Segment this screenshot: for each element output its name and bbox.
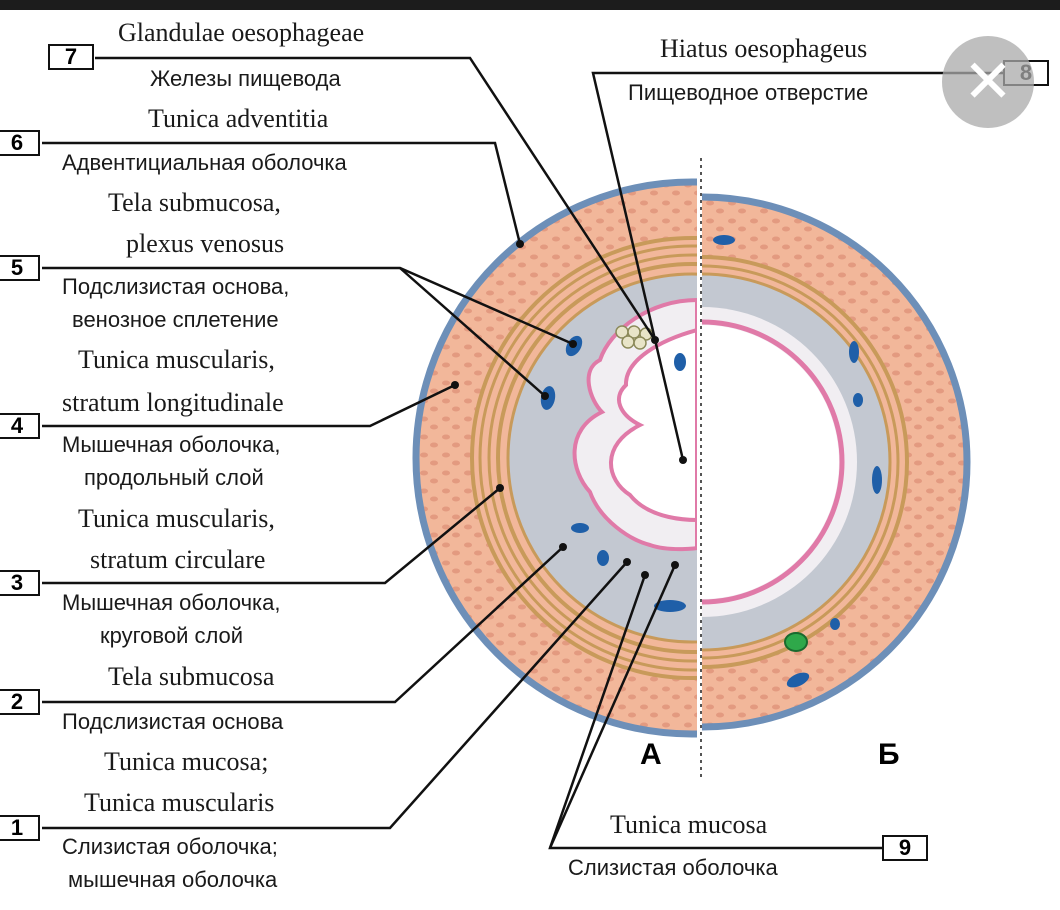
label-2-russian: Подслизистая основа <box>62 709 284 734</box>
vein <box>872 466 882 494</box>
mucosa-b <box>702 319 845 605</box>
number-box-3: 3 <box>0 570 40 596</box>
vein <box>571 523 589 533</box>
number-box-4: 4 <box>0 413 40 439</box>
number-box-6: 6 <box>0 130 40 156</box>
number-box-9: 9 <box>882 835 928 861</box>
panel-a-label: А <box>640 738 662 771</box>
vein <box>849 341 859 363</box>
label-1-russian-1: Слизистая оболочка; <box>62 834 278 859</box>
label-3-russian-1: Мышечная оболочка, <box>62 590 281 615</box>
vein <box>830 618 840 630</box>
number-box-2: 2 <box>0 689 40 715</box>
panel-a-section <box>412 178 697 738</box>
label-4-latin-2: stratum longitudinale <box>62 388 284 417</box>
label-7-latin: Glandulae oesophageae <box>118 18 365 47</box>
label-1-latin-2: Tunica muscularis <box>84 788 275 817</box>
panel-b-section <box>702 193 971 731</box>
vein <box>853 393 863 407</box>
vein <box>786 672 810 688</box>
label-5-russian-2: венозное сплетение <box>72 307 279 332</box>
label-6-russian: Адвентициальная оболочка <box>62 150 347 175</box>
label-9-latin: Tunica mucosa <box>610 810 768 839</box>
top-bar <box>0 0 1060 10</box>
label-7-russian: Железы пищевода <box>150 66 341 91</box>
label-9-russian: Слизистая оболочка <box>568 855 778 880</box>
label-8-russian: Пищеводное отверстие <box>628 80 869 105</box>
vein <box>674 353 686 371</box>
label-6-latin: Tunica adventitia <box>148 104 329 133</box>
label-5-russian-1: Подслизистая основа, <box>62 274 290 299</box>
number-box-1: 1 <box>0 815 40 841</box>
panel-b-label: Б <box>878 738 900 771</box>
label-5-latin-2: plexus venosus <box>126 229 285 258</box>
label-4-latin-1: Tunica muscularis, <box>78 345 275 374</box>
vein <box>654 600 686 612</box>
label-3-latin-1: Tunica muscularis, <box>78 504 275 533</box>
vein <box>713 235 735 245</box>
label-4-russian-2: продольный слой <box>84 465 264 490</box>
label-3-russian-2: круговой слой <box>100 623 244 648</box>
lumen-b <box>702 325 839 599</box>
label-1-russian-2: мышечная оболочка <box>68 867 278 892</box>
label-8-latin: Hiatus oesophageus <box>660 34 868 63</box>
label-1-latin-1: Tunica mucosa; <box>104 747 269 776</box>
number-box-7: 7 <box>48 44 94 70</box>
green-structure <box>784 632 808 652</box>
label-4-russian-1: Мышечная оболочка, <box>62 432 281 457</box>
number-box-5: 5 <box>0 255 40 281</box>
label-2-latin: Tela submucosa <box>108 662 275 691</box>
lumen <box>609 327 697 523</box>
label-3-latin-2: stratum circulare <box>90 545 266 574</box>
label-5-latin-1: Tela submucosa, <box>108 188 281 217</box>
close-icon[interactable]: ✕ <box>942 36 1034 128</box>
leader-lines <box>42 56 1003 850</box>
vein <box>597 550 609 566</box>
glands <box>615 325 653 350</box>
leader-dots <box>451 240 687 579</box>
